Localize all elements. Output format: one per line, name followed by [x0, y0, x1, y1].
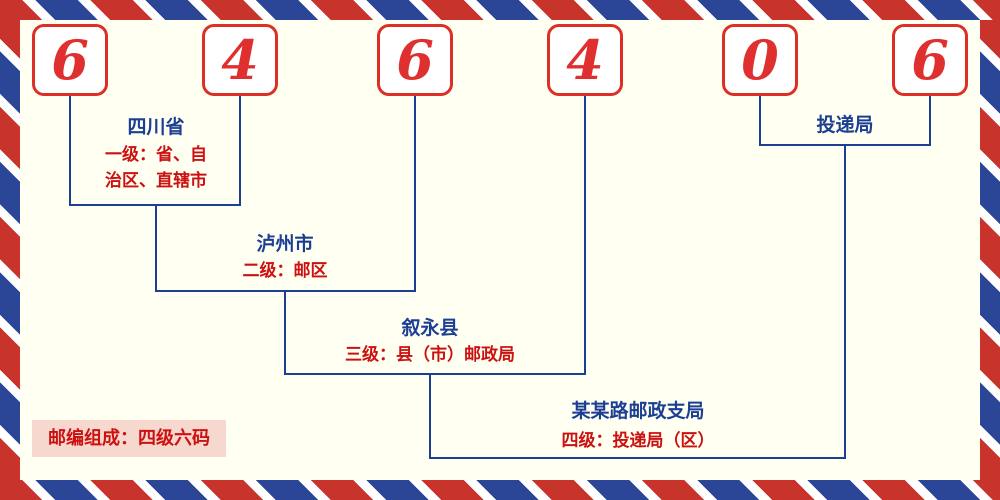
connector-level3-bottom — [284, 373, 586, 375]
level1-description-line1: 一级：省、自 — [105, 145, 207, 165]
connector-level2-right — [414, 96, 416, 292]
digit-5: 0 — [741, 28, 779, 92]
connector-level4-left — [429, 373, 431, 459]
digit-box-2: 4 — [202, 24, 278, 96]
digit-box-3: 6 — [377, 24, 453, 96]
digit-6: 6 — [911, 28, 949, 92]
level2-description: 二级：邮区 — [242, 261, 328, 281]
level1-description-line2: 治区、直辖市 — [105, 171, 207, 192]
level4-description: 四级：投递局（区） — [561, 431, 715, 451]
connector-delivery-right — [929, 96, 931, 146]
airmail-border-left — [0, 20, 20, 480]
level1-region-name: 四川省 — [127, 116, 185, 138]
level4-region-name: 某某路邮政支局 — [571, 400, 705, 422]
composition-badge: 邮编组成：四级六码 — [32, 420, 226, 457]
delivery-bureau-label: 投递局 — [816, 114, 874, 136]
connector-level1-left — [69, 96, 71, 206]
digit-4: 4 — [566, 28, 604, 92]
airmail-border-right — [980, 20, 1000, 480]
connector-level4-right — [844, 144, 846, 459]
level3-region-name: 叙永县 — [401, 317, 459, 339]
airmail-border-top — [0, 0, 1000, 20]
connector-delivery-left — [759, 96, 761, 146]
connector-level1-right — [239, 96, 241, 206]
connector-level4-bottom — [429, 457, 846, 459]
digit-box-6: 6 — [892, 24, 968, 96]
level3-description: 三级：县（市）邮政局 — [345, 345, 515, 365]
connector-level2-left — [155, 204, 157, 292]
connector-delivery-bottom — [759, 144, 931, 146]
digit-1: 6 — [51, 28, 89, 92]
digit-box-1: 6 — [32, 24, 108, 96]
level1-description: 一级：省、自 治区、直辖市 — [66, 142, 246, 195]
level2-region-name: 泸州市 — [256, 233, 314, 255]
digit-box-4: 4 — [547, 24, 623, 96]
digit-2: 4 — [221, 28, 259, 92]
digit-box-5: 0 — [722, 24, 798, 96]
digit-3: 6 — [396, 28, 434, 92]
connector-level3-left — [284, 290, 286, 375]
connector-level3-right — [584, 96, 586, 375]
airmail-border-bottom — [0, 480, 1000, 500]
